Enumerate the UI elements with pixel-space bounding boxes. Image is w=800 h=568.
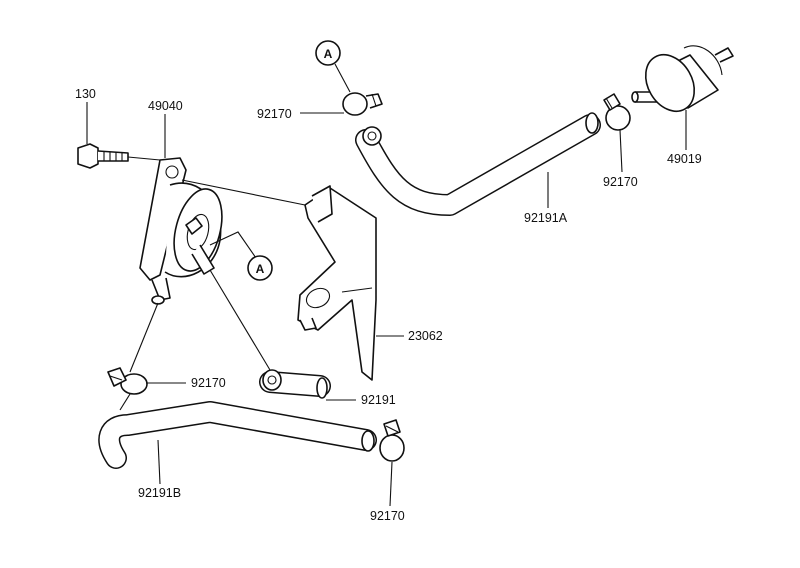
clamp-top-left <box>342 92 383 116</box>
hose-bottom-92191b <box>98 401 377 469</box>
assembly-line-pump-bracket <box>181 179 306 206</box>
label-92191b: 92191B <box>138 486 181 500</box>
label-leaders <box>86 102 687 507</box>
label-49019: 49019 <box>667 152 702 166</box>
label-92191: 92191 <box>361 393 396 407</box>
fuel-filter-49019 <box>631 45 734 113</box>
bracket-23062 <box>297 185 377 381</box>
clamp-top-right <box>603 93 631 131</box>
fuel-pump-49040 <box>139 157 223 305</box>
bolt-130 <box>77 143 161 169</box>
label-92170-bottom-right: 92170 <box>370 509 405 523</box>
label-92170-top-right: 92170 <box>603 175 638 189</box>
clamp-bottom-right <box>379 419 405 462</box>
callout-a-pump: A <box>209 231 273 281</box>
clamp-mid-left <box>107 302 159 411</box>
label-92191a: 92191A <box>524 211 568 225</box>
callout-a-top-text: A <box>324 47 333 61</box>
callout-a-top: A <box>315 40 351 93</box>
label-130: 130 <box>75 87 96 101</box>
label-92170-mid-left: 92170 <box>191 376 226 390</box>
label-49040: 49040 <box>148 99 183 113</box>
label-92170-top-left: 92170 <box>257 107 292 121</box>
hose-short-92191 <box>209 269 331 399</box>
hose-top-92191a <box>355 112 601 216</box>
label-23062: 23062 <box>408 329 443 343</box>
callout-a-pump-text: A <box>256 262 265 276</box>
